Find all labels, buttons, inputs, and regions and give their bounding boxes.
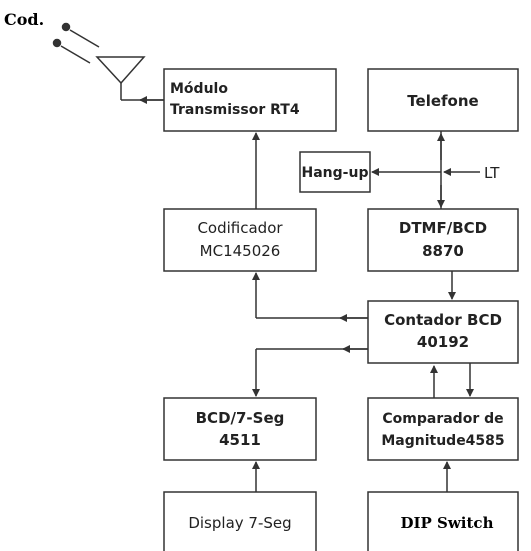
hangup-label: Hang-up <box>302 165 369 181</box>
antenna-icon <box>95 56 164 101</box>
codificador-label-2: MC145026 <box>200 242 281 260</box>
block-labels: Módulo Transmissor RT4 Telefone Hang-up … <box>170 81 505 532</box>
codificador-box <box>163 208 317 272</box>
hangup-box <box>299 151 371 193</box>
display-7seg-box <box>163 491 317 551</box>
telefone-box <box>367 68 519 132</box>
comparador-box <box>367 397 519 461</box>
contact-dot-1 <box>61 22 71 32</box>
modulo-label-1: Módulo <box>170 81 228 97</box>
contador-bcd-box <box>367 300 519 364</box>
telefone-label: Telefone <box>407 92 478 110</box>
contact-line-2 <box>60 45 91 64</box>
bcd-7seg-box <box>163 397 317 461</box>
contact-dot-2 <box>52 38 62 48</box>
comparador-label-1: Comparador de <box>382 411 503 427</box>
contador-label-2: 40192 <box>417 333 469 351</box>
dtmf-label-2: 8870 <box>422 242 464 260</box>
lt-label: LT <box>484 164 500 182</box>
dtmf-bcd-box <box>367 208 519 272</box>
codificador-label-1: Codificador <box>197 219 283 237</box>
bcd7seg-label-1: BCD/7-Seg <box>196 409 285 427</box>
modulo-label-2: Transmissor RT4 <box>170 102 300 118</box>
dip-switch-box <box>367 491 519 551</box>
contador-label-1: Contador BCD <box>384 311 502 329</box>
modulo-transmissor-box <box>163 68 337 132</box>
display-label: Display 7-Seg <box>188 514 291 532</box>
cod-label: Cod. <box>4 10 44 29</box>
block-boxes <box>163 68 519 551</box>
connections <box>139 96 480 492</box>
contact-line-1 <box>69 29 100 48</box>
remote-contacts <box>52 22 100 64</box>
dtmf-label-1: DTMF/BCD <box>399 219 487 237</box>
dip-label: DIP Switch <box>401 514 494 532</box>
bcd7seg-label-2: 4511 <box>219 431 261 449</box>
comparador-label-2: Magnitude4585 <box>381 433 504 449</box>
